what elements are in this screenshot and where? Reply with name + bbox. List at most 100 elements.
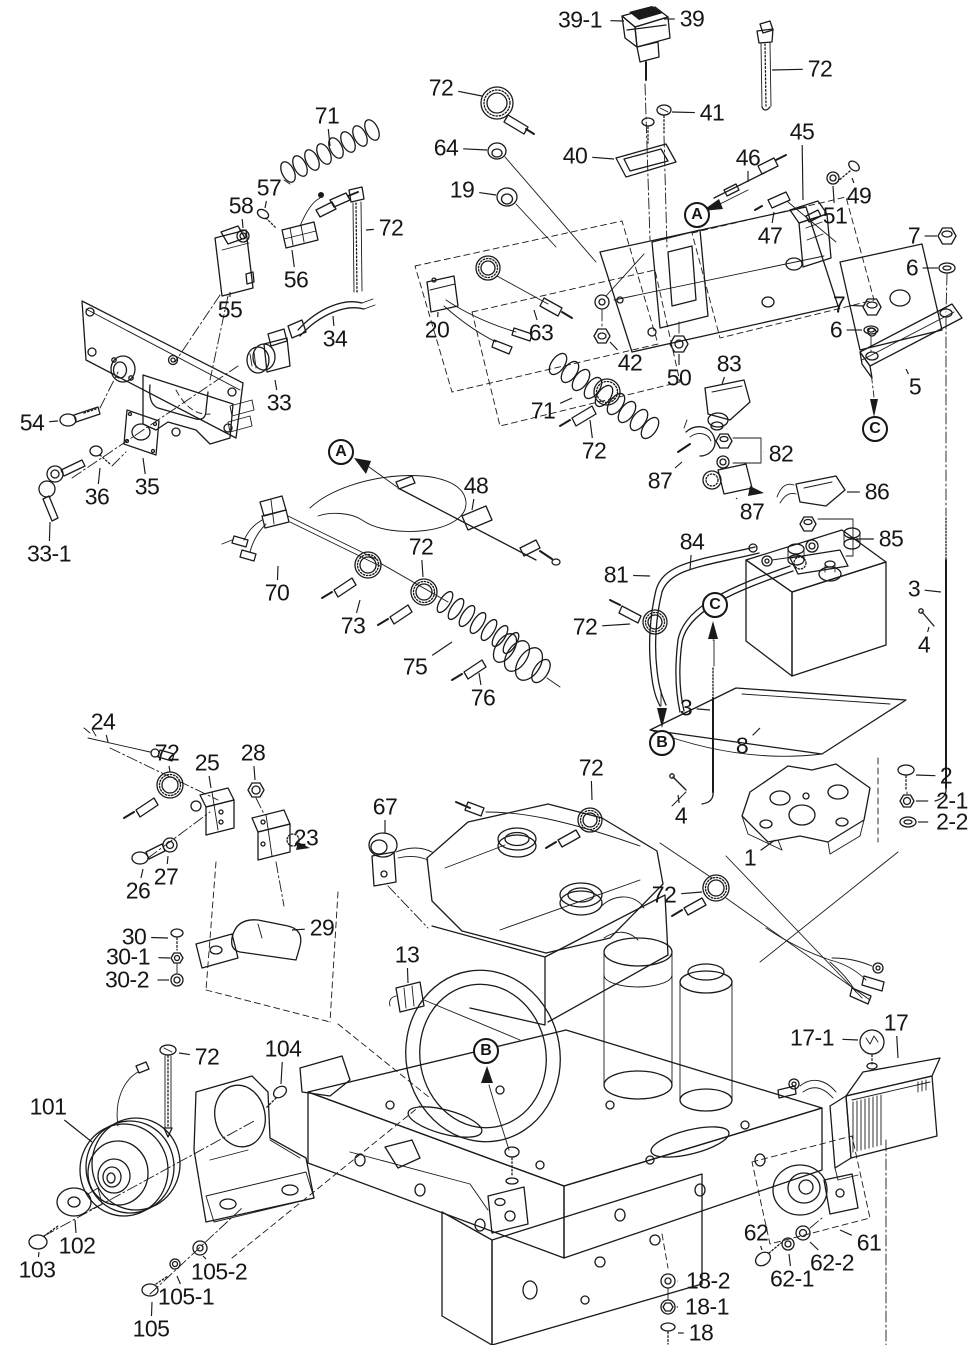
nut-washer-82 — [716, 434, 761, 468]
view-marker-C: C — [702, 592, 728, 618]
cable-47 — [755, 192, 836, 242]
part-label-57: 57 — [256, 174, 282, 201]
part-label-6: 6 — [905, 254, 919, 281]
part-label-87: 87 — [647, 467, 673, 494]
part-label-23: 23 — [293, 824, 319, 851]
part-label-72: 72 — [572, 613, 598, 640]
part-label-2-2: 2-2 — [936, 808, 968, 835]
part-label-39-1: 39-1 — [557, 6, 603, 33]
terminal-85 — [762, 517, 853, 574]
part-label-72: 72 — [807, 55, 833, 82]
mount-bracket-104 — [194, 1076, 314, 1222]
clutch-101 — [44, 1062, 256, 1236]
terminal-cover-86 — [777, 476, 845, 506]
panel-support-bracket — [600, 197, 942, 352]
part-label-17-1: 17-1 — [789, 1024, 835, 1051]
part-label-104: 104 — [264, 1035, 302, 1062]
rod-3-center — [670, 640, 714, 806]
part-label-51: 51 — [822, 202, 848, 229]
part-label-71: 71 — [314, 102, 340, 129]
part-label-54: 54 — [19, 409, 45, 436]
view-marker-A: A — [328, 439, 354, 465]
bar-5 — [860, 304, 962, 397]
lower-box — [442, 1174, 702, 1345]
part-label-6: 6 — [829, 316, 843, 343]
dashed-zone-29 — [206, 862, 430, 1098]
part-label-71: 71 — [530, 397, 556, 424]
part-label-72: 72 — [194, 1043, 220, 1070]
part-label-26: 26 — [125, 877, 151, 904]
part-label-82: 82 — [768, 440, 794, 467]
rod-3-right — [919, 318, 946, 801]
part-label-102: 102 — [58, 1232, 96, 1259]
choke-67 — [369, 833, 432, 928]
tie-87-upper — [678, 420, 715, 456]
part-label-4: 4 — [917, 631, 931, 658]
part-label-86: 86 — [864, 478, 890, 505]
view-marker-A: A — [684, 202, 710, 228]
ignition-switch-33 — [247, 329, 290, 373]
view-marker-C: C — [862, 416, 888, 442]
head-lamp-17 — [830, 1058, 940, 1345]
part-label-5: 5 — [908, 373, 922, 400]
boot-83 — [705, 380, 750, 430]
view-marker-B: B — [473, 1038, 499, 1064]
part-label-8: 8 — [735, 732, 749, 759]
hold-down-bracket-1 — [742, 764, 870, 854]
part-label-75: 75 — [402, 653, 428, 680]
part-label-47: 47 — [757, 222, 783, 249]
arrow-to-C-right — [870, 399, 878, 417]
part-label-101: 101 — [29, 1093, 67, 1120]
coil-71-center — [546, 350, 662, 441]
clamp-73 — [322, 552, 381, 598]
part-label-85: 85 — [878, 525, 904, 552]
arrow-to-B-engine — [481, 1066, 509, 1150]
view-marker-B: B — [649, 730, 675, 756]
battery — [746, 528, 886, 676]
part-label-29: 29 — [309, 914, 335, 941]
micro-switch-20 — [427, 276, 532, 354]
part-label-56: 56 — [283, 266, 309, 293]
part-label-7: 7 — [907, 222, 921, 249]
part-label-34: 34 — [322, 325, 348, 352]
screw-54 — [60, 372, 118, 426]
nut-28 — [248, 783, 264, 814]
part-label-87: 87 — [739, 498, 765, 525]
spacer-102 — [57, 1188, 102, 1216]
part-label-2-1: 2-1 — [936, 787, 968, 814]
nut-7-washer-6-mid — [863, 299, 881, 352]
knob-19 — [497, 188, 556, 247]
part-label-105: 105 — [132, 1315, 170, 1342]
part-label-20: 20 — [424, 316, 450, 343]
part-label-105-2: 105-2 — [190, 1258, 248, 1285]
part-label-67: 67 — [372, 793, 398, 820]
part-label-61: 61 — [856, 1229, 882, 1256]
part-label-55: 55 — [217, 296, 243, 323]
part-label-13: 13 — [394, 941, 420, 968]
bolt-18-stack — [661, 1234, 675, 1344]
switch-23 — [252, 810, 310, 906]
part-label-33-1: 33-1 — [26, 540, 72, 567]
part-label-36: 36 — [84, 483, 110, 510]
part-label-70: 70 — [264, 579, 290, 606]
battery-cables-81-84 — [610, 544, 793, 712]
part-label-50: 50 — [666, 364, 692, 391]
part-label-30-2: 30-2 — [104, 966, 150, 993]
harness-34 — [288, 299, 375, 338]
block-25 — [191, 788, 234, 835]
cable-46 — [714, 155, 786, 198]
bracket-29 — [196, 920, 301, 968]
part-label-58: 58 — [228, 192, 254, 219]
dashed-zone-panel — [415, 221, 680, 426]
part-label-45: 45 — [789, 118, 815, 145]
horn-61 — [752, 1136, 870, 1244]
part-label-17: 17 — [883, 1009, 909, 1036]
clamp-72-engine-right — [660, 843, 870, 1000]
part-label-72: 72 — [651, 881, 677, 908]
part-label-81: 81 — [603, 561, 629, 588]
frame-u-bracket — [350, 1147, 528, 1233]
knob-64 — [488, 143, 596, 262]
part-label-4: 4 — [674, 802, 688, 829]
bulb-17-1 — [860, 1030, 884, 1069]
part-label-76: 76 — [470, 684, 496, 711]
